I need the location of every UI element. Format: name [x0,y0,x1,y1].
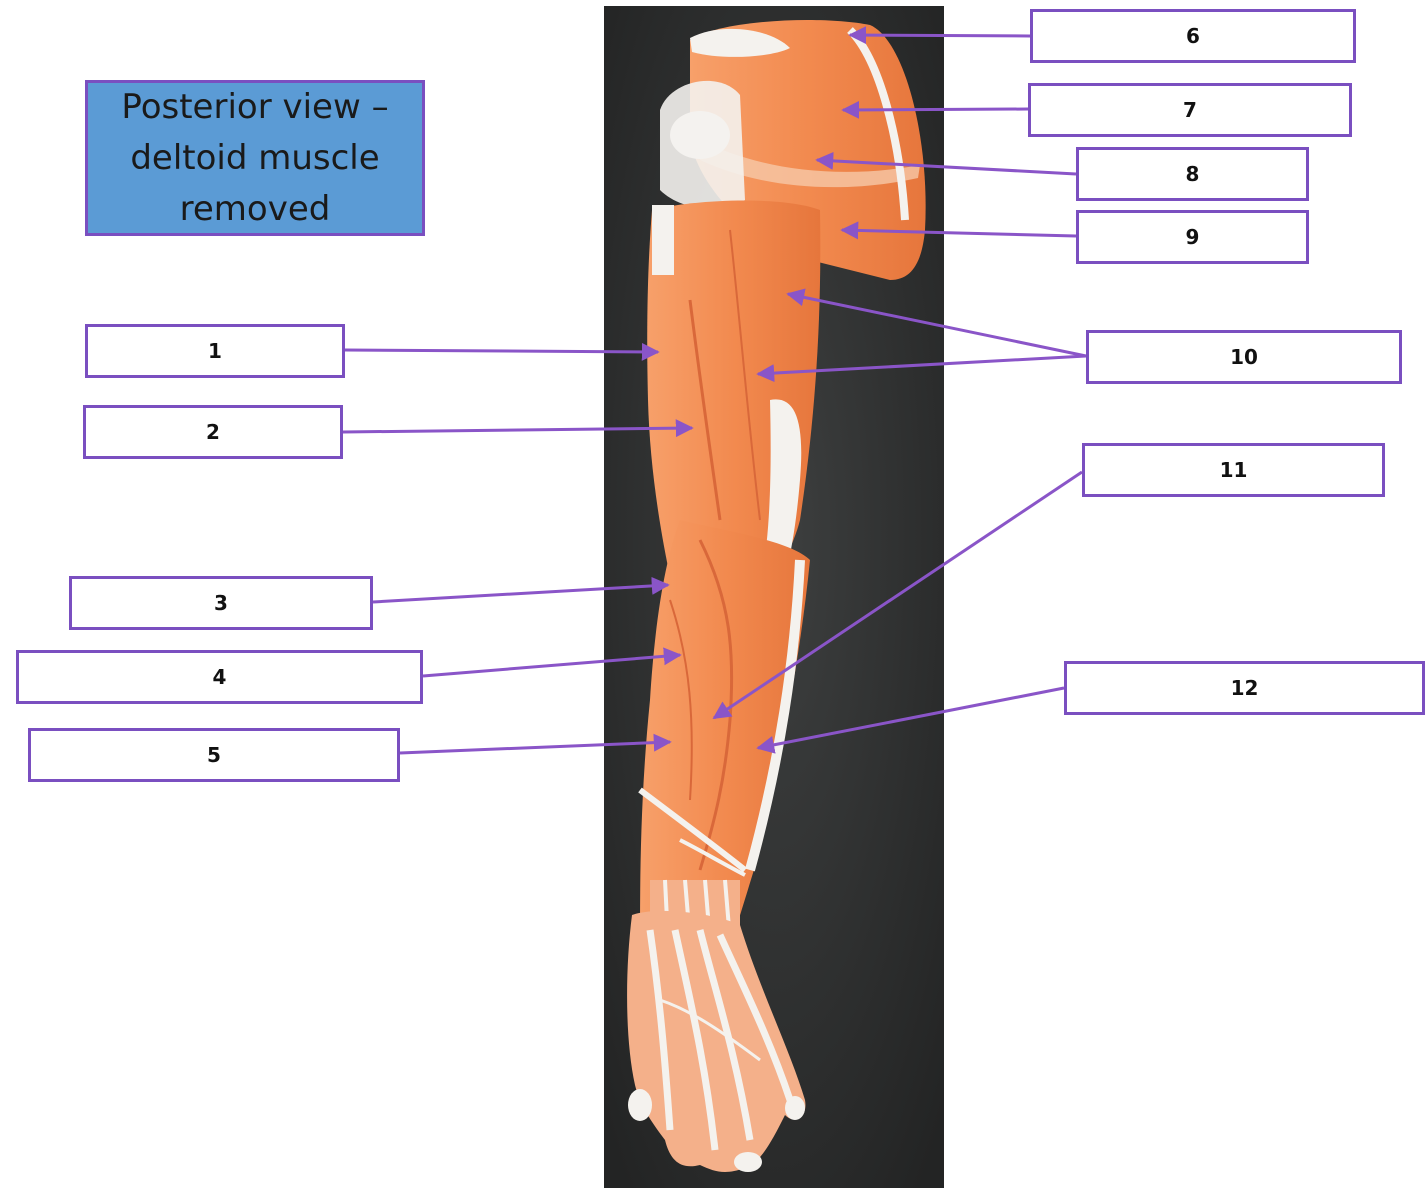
fingertip [785,1096,805,1120]
view-title: Posterior view – deltoid muscle removed [121,86,389,229]
label-box-5: 5 [28,728,400,782]
leader-line-5 [399,733,672,755]
label-box-11: 11 [1082,443,1385,497]
leader-line-7 [841,100,1029,119]
label-box-8: 8 [1076,147,1309,201]
label-box-6: 6 [1030,9,1356,63]
leader-line-8 [815,151,1077,176]
long-tendon-strip [652,205,674,275]
leader-line-2 [342,419,694,438]
label-number: 8 [1185,162,1200,186]
label-number: 3 [214,591,228,615]
label-box-2: 2 [83,405,343,459]
leader-line-10b [756,354,1087,383]
hand-veins [659,998,761,1062]
leader-line-4 [422,647,682,678]
label-box-3: 3 [69,576,373,630]
label-box-4: 4 [16,650,423,704]
leader-line-11 [712,470,1083,720]
shoulder-cap [660,80,745,209]
forearm-groove [698,539,734,871]
label-number: 12 [1230,676,1259,700]
label-number: 9 [1185,225,1200,249]
leader-line-3 [372,576,670,604]
leader-line-6 [848,26,1031,45]
ulna-border [745,559,805,872]
wrist-tendon-lines [663,879,732,941]
label-box-12: 12 [1064,661,1425,715]
hand-tendons [646,929,794,1151]
fingertip [734,1152,762,1172]
label-box-7: 7 [1028,83,1352,137]
view-title-box: Posterior view – deltoid muscle removed [85,80,425,236]
label-box-9: 9 [1076,210,1309,264]
muscle-groove-2 [729,229,761,521]
leader-line-9 [840,221,1077,240]
forearm-groove-2 [669,599,693,801]
label-box-1: 1 [85,324,345,378]
label-box-10: 10 [1086,330,1402,384]
extensor-retinaculum [638,787,747,873]
leader-line-10a [786,288,1087,358]
leader-line-12 [756,686,1065,754]
label-number: 1 [208,339,222,363]
leader-line-1 [344,342,660,361]
wrist-band [679,838,746,877]
spine-of-scapula [700,140,920,188]
label-number: 10 [1230,345,1258,369]
muscle-groove [688,299,722,521]
label-number: 4 [212,665,227,689]
acromion [690,28,790,57]
label-number: 7 [1183,98,1197,122]
label-number: 11 [1219,458,1248,482]
label-number: 5 [207,743,221,767]
fingertip [628,1089,652,1121]
label-number: 2 [206,420,220,444]
label-number: 6 [1186,24,1200,48]
